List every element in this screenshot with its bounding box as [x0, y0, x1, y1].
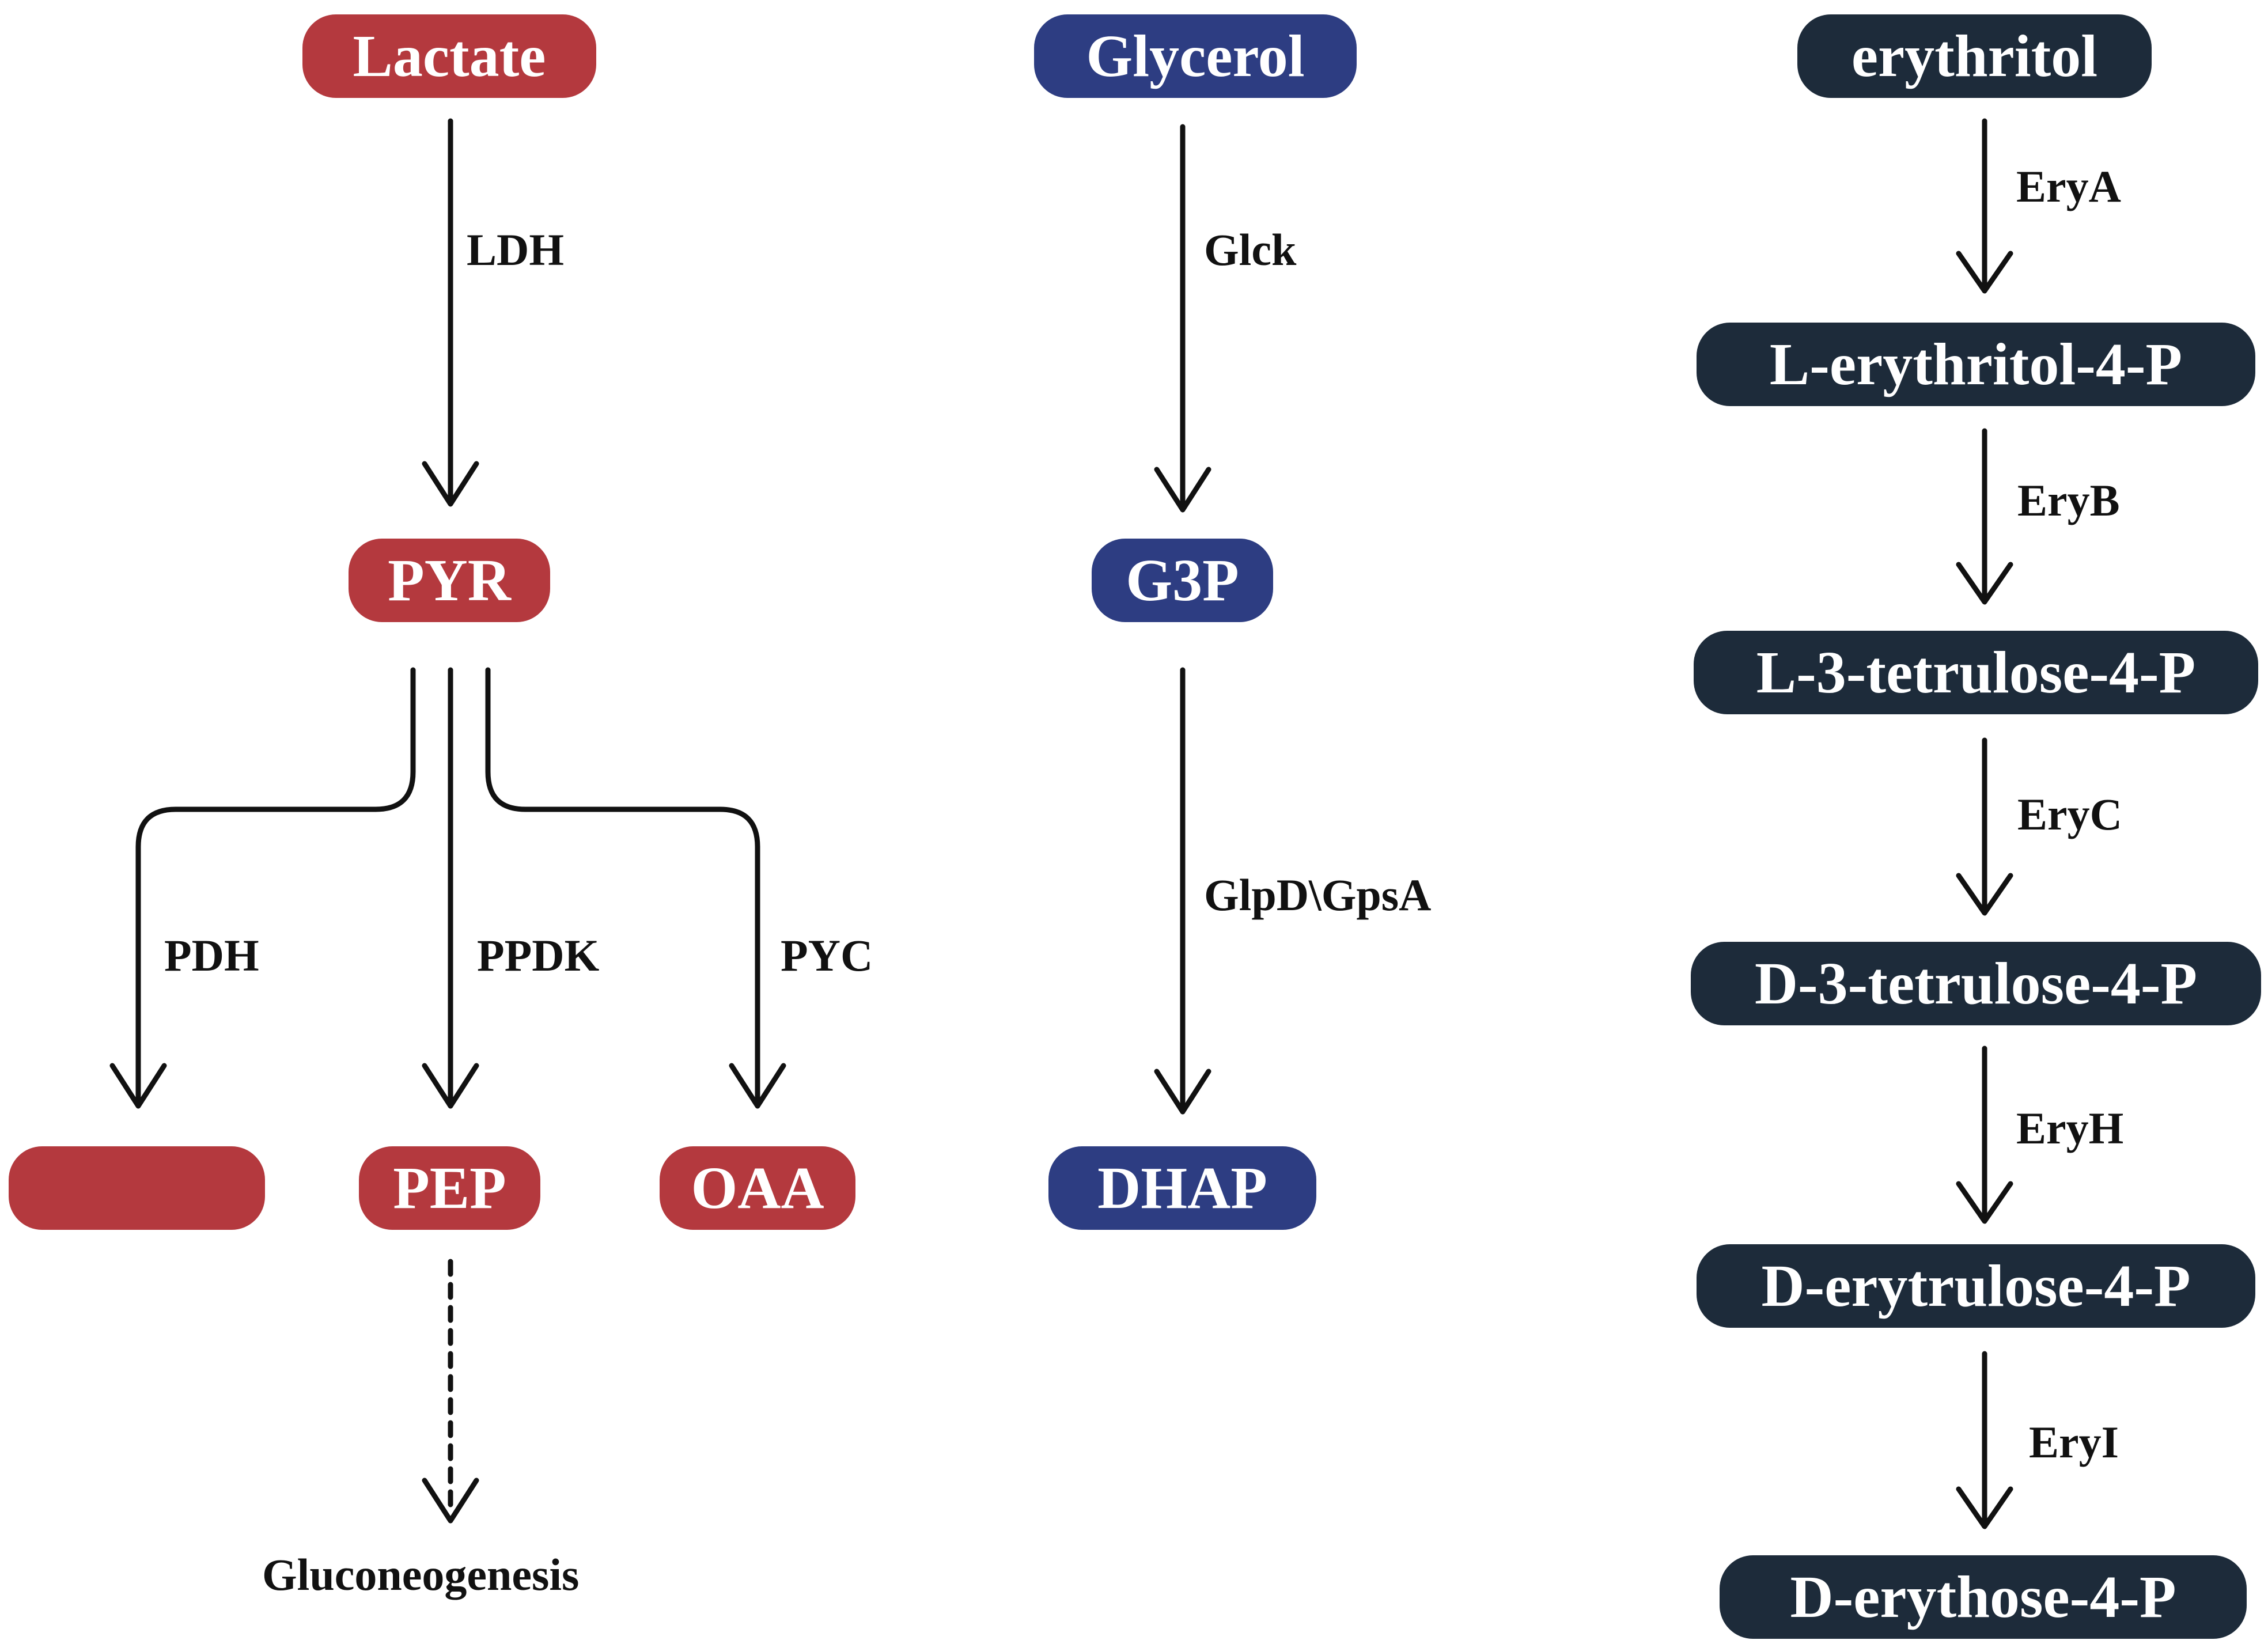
- arrow-lactate-to-pyr: [422, 118, 479, 507]
- enzyme-eryb: EryB: [2017, 475, 2120, 525]
- arrow-glycerol-to-g3p: [1154, 124, 1211, 513]
- enzyme-glck: Glck: [1204, 225, 1297, 275]
- enzyme-ppdk: PPDK: [477, 930, 600, 980]
- arrow-d-erytrulose-4p-to-d-erythose-4p: [1956, 1351, 2013, 1529]
- arrow-pyr-to-pep: [422, 667, 479, 1109]
- arrow-g3p-to-dhap: [1154, 667, 1211, 1115]
- node-pyr: PYR: [349, 539, 550, 622]
- node-lactate: Lactate: [302, 14, 596, 98]
- label-gluconeogenesis: Gluconeogenesis: [262, 1550, 580, 1600]
- node-d-erytrulose-4p: D-erytrulose-4-P: [1697, 1244, 2255, 1328]
- enzyme-eryh: EryH: [2016, 1103, 2124, 1153]
- enzyme-eryi: EryI: [2029, 1417, 2119, 1467]
- node-l-erythritol-4p: L-erythritol-4-P: [1697, 323, 2255, 406]
- node-glycerol: Glycerol: [1034, 14, 1357, 98]
- enzyme-eryc: EryC: [2017, 789, 2122, 839]
- enzyme-glpd-gpsa: GlpD\GpsA: [1204, 870, 1432, 920]
- node-erythritol: erythritol: [1797, 14, 2152, 98]
- arrow-pep-to-gluconeogenesis: [422, 1259, 479, 1524]
- arrow-d-3-tetrulose-4p-to-d-erytrulose-4p: [1956, 1046, 2013, 1224]
- arrow-erythritol-to-l-erythritol-4p: [1956, 118, 2013, 294]
- enzyme-pdh: PDH: [164, 930, 259, 980]
- enzyme-ldh: LDH: [467, 225, 565, 275]
- enzyme-pyc: PYC: [781, 930, 873, 980]
- arrow-pyr-to-oaa: [485, 667, 786, 1109]
- arrow-l-erythritol-4p-to-l-3-tetrulose-4p: [1956, 428, 2013, 605]
- arrow-l-3-tetrulose-4p-to-d-3-tetrulose-4p: [1956, 737, 2013, 916]
- node-acoa: [9, 1146, 265, 1230]
- node-g3p: G3P: [1092, 539, 1273, 622]
- enzyme-erya: EryA: [2016, 161, 2121, 211]
- node-d-erythose-4p: D-erythose-4-P: [1720, 1555, 2247, 1639]
- node-dhap: DHAP: [1048, 1146, 1316, 1230]
- node-pep: PEP: [359, 1146, 540, 1230]
- arrow-pyr-to-acoa: [109, 667, 416, 1109]
- node-l-3-tetrulose-4p: L-3-tetrulose-4-P: [1694, 631, 2258, 714]
- node-oaa: OAA: [660, 1146, 855, 1230]
- node-d-3-tetrulose-4p: D-3-tetrulose-4-P: [1691, 942, 2261, 1025]
